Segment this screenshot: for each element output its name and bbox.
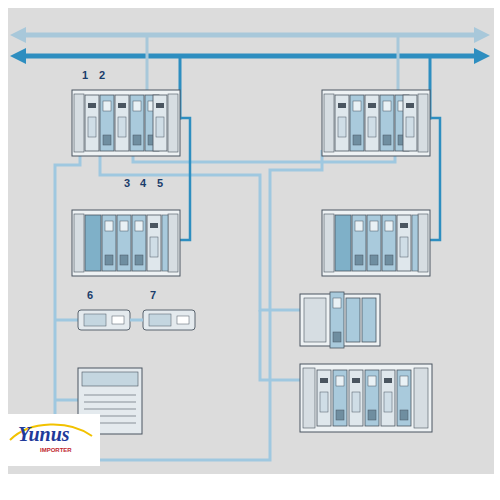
callout-number: 6	[87, 290, 93, 301]
callout-number: 1	[82, 70, 88, 81]
callout-number: 3	[124, 178, 130, 189]
logo-text: Yunus	[18, 424, 70, 444]
callout-number: 4	[140, 178, 146, 189]
callout-number: 2	[99, 70, 105, 81]
logo-subtext: IMPORTER	[40, 447, 72, 453]
callout-number: 5	[157, 178, 163, 189]
callout-number: 7	[150, 290, 156, 301]
